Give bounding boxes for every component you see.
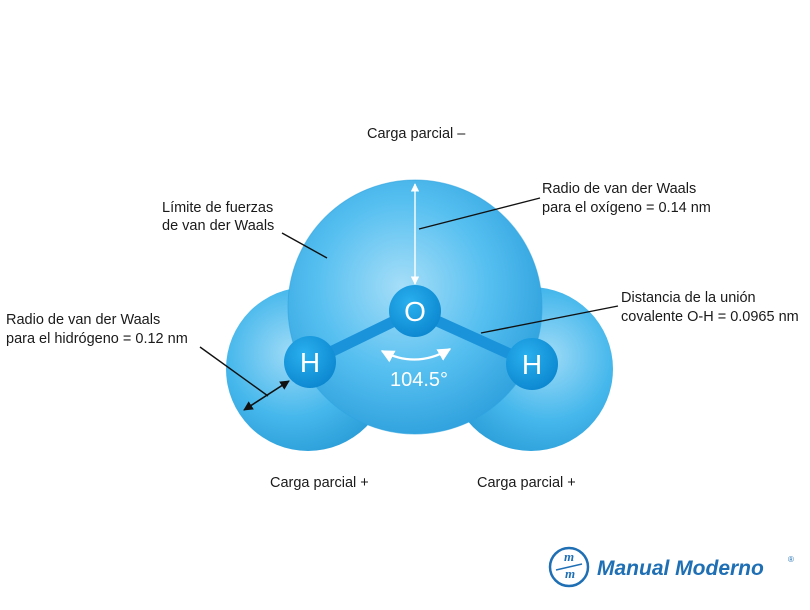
- oxygen-label: O: [404, 296, 426, 327]
- vdw-limit-leader: [281, 232, 328, 259]
- hydrogen-radius-label-line2: para el hidrógeno = 0.12 nm: [6, 331, 188, 347]
- hydrogen-left-label: H: [300, 347, 320, 378]
- bond-distance-leader: [480, 305, 619, 334]
- brand-mark-letters: m: [564, 549, 574, 564]
- oxygen-radius-leader: [418, 197, 541, 230]
- brand-logo: m m Manual Moderno ®: [548, 546, 794, 588]
- brand-mark-icon: [548, 546, 590, 588]
- partial-charge-positive-right-label: Carga parcial +: [477, 475, 576, 491]
- bond-angle-arc: [380, 348, 452, 363]
- partial-charge-positive-left-label: Carga parcial +: [270, 475, 369, 491]
- hydrogen-left-atom: [284, 336, 336, 388]
- hydrogen-radius-leader: [199, 346, 269, 397]
- brand-mark-letters-2: m: [565, 566, 575, 581]
- partial-charge-negative-label: Carga parcial –: [367, 126, 466, 142]
- hydrogen-right-label: H: [522, 349, 542, 380]
- oxygen-atom: [389, 285, 441, 337]
- hydrogen-right-atom: [506, 338, 558, 390]
- hydrogen-radius-label-line1: Radio de van der Waals: [6, 312, 160, 328]
- bond-distance-label-line1: Distancia de la unión: [621, 290, 756, 306]
- bond-distance-label-line2: covalente O-H = 0.0965 nm: [621, 309, 799, 325]
- vdw-limit-label-line2: de van der Waals: [162, 218, 274, 234]
- oxygen-sphere-rim: [287, 179, 543, 435]
- brand-registered-mark: ®: [788, 555, 794, 564]
- brand-name: Manual Moderno: [597, 557, 764, 580]
- oxygen-radius-label-line1: Radio de van der Waals: [542, 181, 696, 197]
- oxygen-radius-label-line2: para el oxígeno = 0.14 nm: [542, 200, 711, 216]
- bond-angle-label: 104.5°: [390, 369, 448, 391]
- vdw-limit-label-line1: Límite de fuerzas: [162, 200, 273, 216]
